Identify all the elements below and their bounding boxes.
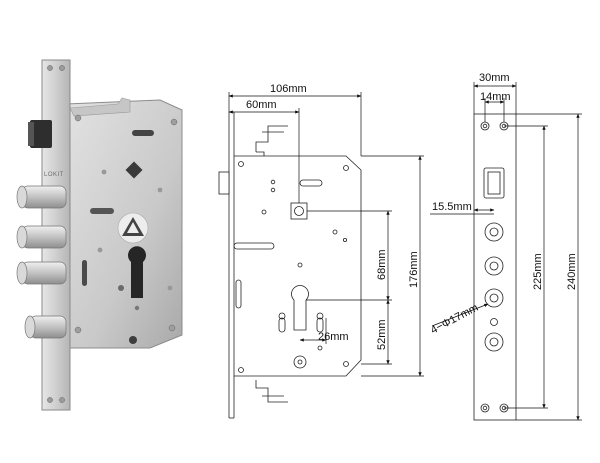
dim-backset: 60mm [246, 99, 277, 111]
dim-plate-width: 30mm [479, 72, 510, 84]
lower-hole-photo [118, 285, 124, 291]
faceplate-small-hole [490, 318, 498, 326]
front-spindle-square [290, 202, 308, 220]
case-rivet-3 [97, 247, 103, 253]
front-bottom-lever [255, 380, 288, 403]
dim-inner-length: 225mm [532, 253, 544, 290]
case-rivet-2 [157, 187, 163, 193]
bolt-window-photo [90, 208, 114, 214]
latch-bolt-face [28, 122, 34, 146]
dim-hole-spacing: 14mm [480, 91, 511, 103]
dim-overall-height: 176mm [408, 251, 420, 288]
faceplate-screw-top-left [47, 65, 53, 71]
safety-sticker [117, 212, 149, 244]
faceplate-screw-top-right [59, 65, 65, 71]
deadbolt-2 [16, 225, 67, 249]
dim-overall-width: 106mm [270, 83, 307, 95]
faceplate-outline [473, 113, 517, 421]
front-side-slot [235, 279, 242, 309]
faceplate-bolt-2 [484, 256, 504, 276]
front-screw-4 [343, 361, 349, 367]
faceplate-screw-bottom-left [47, 397, 53, 403]
lock-body-photo: LOKIT [16, 59, 183, 411]
lower-slot-photo [82, 260, 87, 286]
dim-bolt-diameter: 4−Φ17mm [429, 302, 480, 337]
front-view-drawing [218, 111, 362, 419]
faceplate-latch-window [483, 167, 505, 199]
cylinder-screw-photo [134, 305, 140, 311]
faceplate-hole-bl [480, 403, 490, 413]
front-cylinder-hole [291, 285, 309, 331]
front-screw-1 [238, 161, 244, 167]
brand-mark: LOKIT [44, 172, 64, 178]
dim-overall-length: 240mm [566, 253, 578, 290]
front-bolt-window [233, 242, 275, 250]
dim-cylinder-spacing: 26mm [318, 331, 349, 343]
case-screw-2 [170, 118, 178, 126]
front-screw-3 [238, 367, 244, 373]
bottom-hole-photo [129, 336, 137, 344]
dim-handle-to-cylinder: 68mm [376, 249, 388, 280]
front-bottom-gear [293, 355, 307, 369]
front-case-outline [234, 155, 362, 377]
front-dimensions [228, 92, 424, 377]
faceplate-drawing [473, 113, 517, 421]
case-top-ledge [69, 97, 131, 117]
front-top-slot [299, 179, 323, 187]
case-screw-3 [74, 326, 82, 334]
deadbolt-4 [24, 315, 67, 339]
front-top-lever [255, 125, 288, 156]
dim-bolt-offset: 15.5mm [432, 201, 472, 213]
cylinder-hole-photo [128, 246, 146, 298]
faceplate-bolt-4 [484, 332, 504, 352]
top-slot-photo [132, 130, 154, 136]
case-rivet-4 [167, 285, 173, 291]
dim-cylinder-to-bottom: 52mm [376, 319, 388, 350]
case-screw-4 [168, 324, 176, 332]
deadbolt-1 [16, 185, 67, 209]
deadbolt-3 [16, 261, 67, 285]
latch-bolt-photo [30, 120, 52, 148]
faceplate-bolt-1 [484, 222, 504, 242]
faceplate-bolt-3 [484, 288, 504, 308]
faceplate-hole-tl [480, 121, 490, 131]
faceplate-screw-bottom-right [59, 397, 65, 403]
front-screw-2 [343, 165, 349, 171]
front-latch [218, 171, 230, 195]
case-screw-1 [74, 114, 82, 122]
case-rivet-1 [101, 169, 107, 175]
faceplate-dimensions [430, 82, 582, 421]
